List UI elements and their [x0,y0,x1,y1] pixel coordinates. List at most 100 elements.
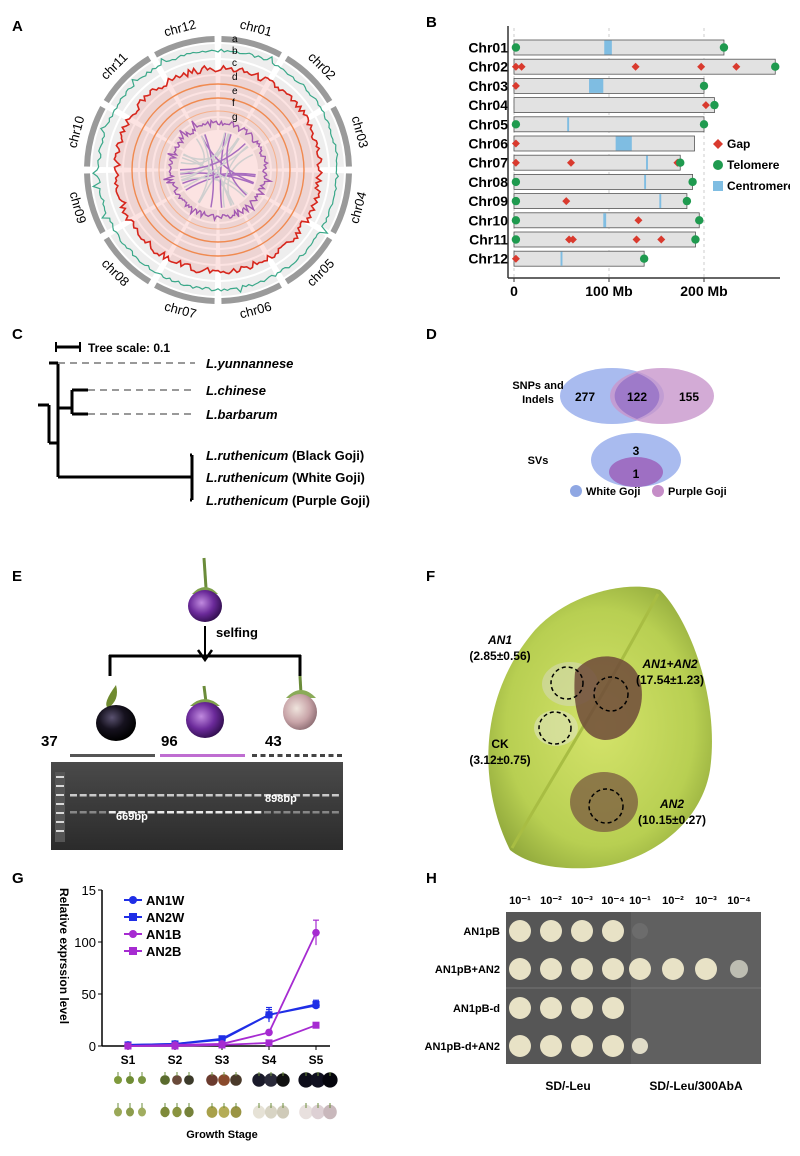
tree-taxon-label: L.ruthenicum (White Goji) [206,470,365,485]
circos-track-letter: a [232,34,238,45]
data-point [265,1028,273,1037]
karyotype-xtick: 100 Mb [585,283,632,299]
dilution-label: 10⁻² [662,895,684,907]
yeast-spot-faint [632,923,648,939]
yeast-spot [540,997,562,1019]
telomere-mark [771,62,780,71]
circos-chromosome-label: chr03 [349,114,372,149]
yeast-spot [509,1035,531,1057]
telomere-mark [710,100,719,110]
circos-chromosome-label: chr01 [238,20,273,39]
telomere-mark [691,235,700,244]
dilution-label: 10⁻⁴ [601,895,624,907]
data-point [171,1042,179,1050]
circos-track-letter: f [232,98,235,109]
telomere-mark [676,158,685,167]
count-black: 37 [41,733,58,750]
spot-an2-circle [588,788,624,824]
chart-ytick-label: 50 [82,987,96,1002]
spot-an2-value: (10.15±0.27) [638,813,706,827]
gap-mark [634,216,643,225]
yeast-spot [509,920,531,942]
karyotype-xtick: 0 [510,283,518,299]
circos-chromosome-band [154,282,215,304]
yeast-spot [571,1035,593,1057]
chart-legend-label: AN2B [146,944,181,959]
telomere-mark [511,216,521,225]
stage-fruit [184,1106,194,1118]
panel-label-f: F [426,568,436,585]
karyotype-chromosome-label: Chr05 [468,116,508,132]
circos-track-letter: d [232,72,238,83]
telomere-mark [511,196,521,206]
yeast-spot [632,1038,648,1054]
stage-fruit [310,1072,326,1088]
karyotype-plot: Chr01Chr02Chr03Chr04Chr05Chr06Chr07Chr08… [468,26,790,299]
stage-fruit [276,1105,290,1119]
venn-row2-label: SVs [528,455,549,467]
karyotype-legend-label: Telomere [727,158,780,172]
karyotype-bar [513,173,694,190]
venn-sv-shared-count: 1 [633,467,640,481]
stage-fruit [160,1075,170,1085]
chart-xtick-label: S3 [215,1053,230,1067]
data-point [265,1011,273,1019]
circos-chromosome-label: chr10 [64,114,87,149]
chart-ytick-label: 0 [89,1039,96,1054]
count-purple: 96 [161,733,178,750]
dilution-label: 10⁻¹ [509,895,531,907]
stage-fruit [264,1105,278,1119]
yeast-spot [540,1035,562,1057]
panel-label-g: G [12,870,24,887]
stage-fruit [114,1076,122,1084]
circos-chromosome-band [103,55,152,104]
white-fruit [283,675,317,730]
stage-fruit [206,1074,218,1086]
leaf-assay: AN1 (2.85±0.56) AN1+AN2 (17.54±1.23) CK … [469,586,712,869]
chart-xtick-label: S2 [168,1053,183,1067]
stage-fruit [126,1107,134,1117]
karyotype-chromosome-label: Chr06 [468,136,508,152]
spot-an1an2-value: (17.54±1.23) [636,673,704,687]
karyotype-bar [513,231,696,248]
centromere-mark [560,251,563,266]
panel-label-c: C [12,326,23,343]
gap-mark [632,235,641,244]
spot-an1-circle [550,666,584,700]
karyotype-bar [513,135,695,152]
gel-image [51,762,343,850]
circos-chromosome-band [84,173,106,234]
panel-label-d: D [426,326,437,343]
gap-mark [511,254,520,263]
yeast-row-label: AN1pB [463,926,500,938]
telomere-mark [639,254,649,263]
karyotype-chromosome-label: Chr10 [468,212,508,228]
yeast-spot [602,958,624,980]
yeast-row-label: AN1pB-d [453,1003,500,1015]
panel-label-a: A [12,18,23,35]
chart-xtick-label: S5 [309,1053,324,1067]
stage-fruit [230,1074,242,1086]
venn-diagrams: SNPs and Indels 277 122 155 SVs 3 1 Whit… [512,368,727,498]
stage-fruit [138,1107,146,1117]
gap-mark [517,62,526,71]
venn-row1-label-line1: SNPs and [512,380,563,392]
spot-an1an2-circle [593,676,629,712]
venn-sv-white-count: 3 [633,444,640,458]
karyotype-legend-label: Centromere [727,179,790,193]
data-point [312,1000,320,1008]
dilution-label: 10⁻² [540,895,562,907]
gap-mark [511,81,520,90]
karyotype-chromosome-label: Chr12 [468,251,508,267]
stage-fruit [218,1106,230,1118]
centromere-mark [646,155,648,170]
gap-mark [567,158,575,167]
chart-legend-label: AN2W [146,910,185,925]
data-point [124,1042,132,1050]
panel-label-e: E [12,568,23,585]
chart-xlabel: Growth Stage [186,1129,258,1141]
yeast-spot [540,920,562,942]
karyotype-xtick: 200 Mb [680,283,727,299]
legend-purple-swatch [652,485,664,497]
yeast-row-label: AN1pB-d+AN2 [425,1041,500,1053]
